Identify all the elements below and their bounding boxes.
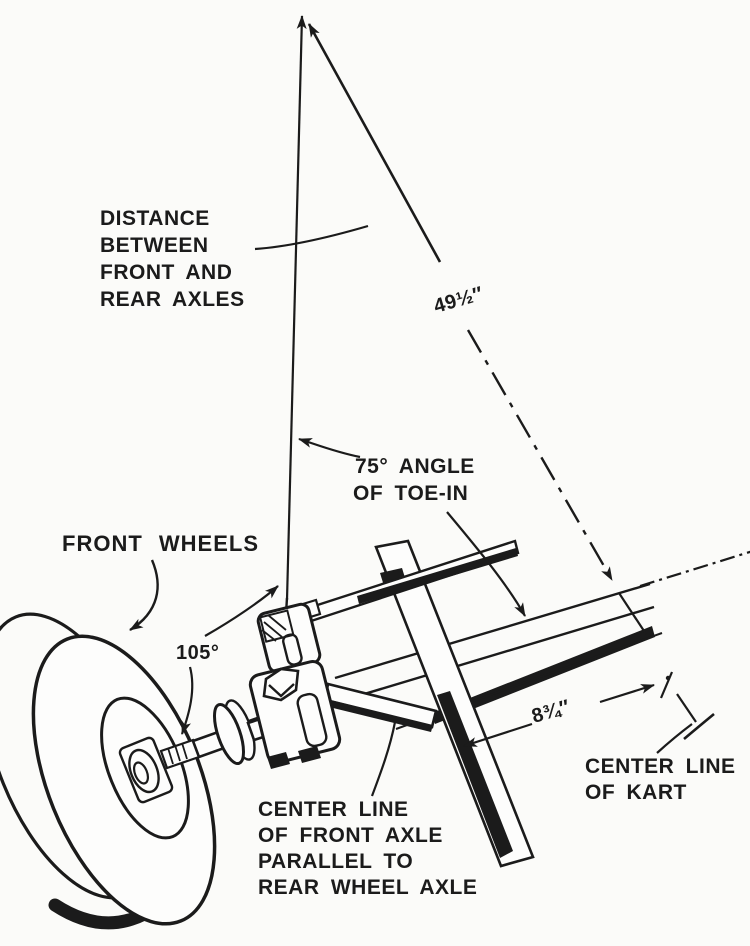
label-105: 105°	[176, 642, 219, 664]
label-center-axle-line4: REAR WHEEL AXLE	[258, 876, 477, 899]
knuckle-foot-left	[267, 752, 290, 769]
hub-bore	[128, 748, 160, 794]
label-center-axle-line2: OF FRONT AXLE	[258, 824, 443, 847]
center-kart-leader	[656, 723, 693, 754]
dim-8-right	[599, 683, 655, 704]
dim-8-extension-tick	[659, 671, 674, 699]
label-front-wheels: FRONT WHEELS	[62, 531, 259, 556]
front-axle-centerline-dashdot	[639, 550, 750, 588]
dim-8-left	[463, 722, 533, 748]
kingpin-knuckle	[248, 597, 342, 769]
steering-arm-shading	[329, 700, 433, 732]
label-center-axle-line1: CENTER LINE	[258, 798, 409, 821]
frame-rails	[334, 539, 663, 868]
kart-centerline	[618, 592, 715, 740]
label-distance-line2: BETWEEN	[100, 234, 209, 257]
kart-centerline-seg1	[618, 592, 647, 635]
cross-member-shading	[437, 691, 513, 858]
center-axle-leader	[370, 721, 397, 797]
axle-tube-top-line	[334, 582, 651, 680]
knuckle-slot	[296, 692, 328, 748]
clamp-hatched-pad	[258, 609, 295, 643]
text-labels: DISTANCE BETWEEN FRONT AND REAR AXLES FR…	[62, 207, 736, 899]
arc-105	[204, 585, 279, 637]
label-center-kart-line1: CENTER LINE	[585, 755, 736, 778]
label-distance-line1: DISTANCE	[100, 207, 210, 230]
axle-tube-bottom-line	[340, 605, 655, 703]
distance-label-leader	[254, 224, 369, 251]
kart-centerline-seg2	[676, 693, 697, 723]
front-wheels-leader	[129, 559, 159, 632]
front-wheel	[0, 612, 217, 930]
hub-plate	[118, 736, 174, 804]
tie-rod-shading	[357, 548, 518, 604]
dim-49-line-solid	[307, 23, 442, 263]
thread-hatching	[167, 742, 188, 765]
label-toe-angle-line2: OF TOE-IN	[353, 482, 468, 505]
kart-centerline-end-tick	[683, 712, 715, 740]
label-distance-line3: FRONT AND	[100, 261, 232, 284]
clamp-hatch-lines	[261, 614, 287, 642]
dimension-lines	[129, 15, 693, 797]
label-distance-line4: REAR AXLES	[100, 288, 245, 311]
spindle-shaft	[159, 699, 290, 770]
label-center-axle-line3: PARALLEL TO	[258, 850, 413, 873]
label-toe-angle-line1: 75° ANGLE	[355, 455, 475, 478]
label-center-kart-line2: OF KART	[585, 781, 687, 804]
axle-distance-line	[285, 15, 307, 601]
kingpin-bolt-hex	[262, 667, 300, 702]
leader-105	[180, 666, 194, 735]
knuckle-foot-right	[298, 746, 321, 763]
washer-front	[213, 702, 245, 766]
kingpin-bolt-chevron	[268, 683, 295, 698]
toe-angle-arc-arrow	[298, 437, 361, 459]
center-lines	[618, 550, 750, 740]
hub-center-cap	[132, 761, 150, 785]
toe-angle-leader	[446, 511, 526, 617]
